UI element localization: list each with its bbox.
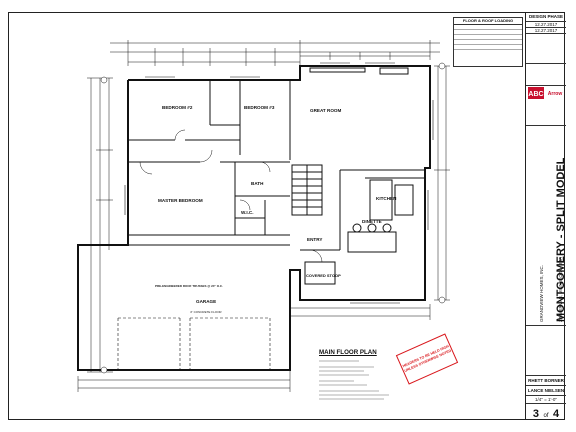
room-label-great-room: GREAT ROOM bbox=[310, 108, 342, 113]
logo-subtext: Arrow bbox=[548, 91, 563, 97]
room-label-master-bedroom: MASTER BEDROOM bbox=[158, 198, 203, 203]
room-label-covered-stoop: COVERED STOOP bbox=[306, 273, 341, 278]
room-label-entry: ENTRY bbox=[307, 237, 323, 242]
floor-roof-loading-table: FLOOR & ROOF LOADING bbox=[453, 17, 523, 67]
notes-heading: FLOOR & ROOF LOADING bbox=[454, 18, 522, 25]
project-location: ZIMMERMAN, MINNESOTA - USA bbox=[558, 257, 563, 322]
company-logo: ABC Arrow bbox=[527, 86, 563, 100]
design-phase-label: DESIGN PHASE bbox=[528, 14, 563, 19]
title-block: DESIGN PHASE 12.27.2017 12.27.2017 ABC A… bbox=[525, 12, 567, 420]
sheet-total: 4 bbox=[552, 408, 560, 420]
room-label-dinette: DINETTE bbox=[362, 219, 382, 224]
checked-by: LANCE NIELSEN bbox=[527, 388, 565, 393]
room-label-garage: GARAGE bbox=[196, 299, 217, 304]
note-roof-trusses: PRE-ENGINEERED ROOF TRUSSES @ 24" O.C. bbox=[155, 284, 223, 288]
drawing-scale: 1/4" = 1'-0" bbox=[535, 397, 557, 402]
room-label-bedroom2: BEDROOM #2 bbox=[162, 105, 193, 110]
drawn-by: RHETT BORNER bbox=[528, 378, 564, 383]
sheet-border bbox=[8, 12, 565, 420]
sheet-of: of bbox=[543, 413, 549, 419]
plan-notes-lines bbox=[319, 360, 389, 400]
room-label-wic: W.I.C. bbox=[241, 210, 254, 215]
design-phase-date-2: 12.27.2017 bbox=[534, 28, 558, 33]
logo-text: ABC bbox=[528, 91, 543, 98]
room-label-bedroom3: BEDROOM #3 bbox=[244, 105, 275, 110]
room-label-bath: BATH bbox=[251, 181, 264, 186]
sheet-number-box: 3 of 4 bbox=[526, 404, 566, 420]
plan-title: MAIN FLOOR PLAN bbox=[319, 349, 377, 356]
company-name: GRANDVIEW HOMES, INC. bbox=[539, 264, 544, 322]
note-garage-floor: 4" CONCRETE FLOOR bbox=[190, 310, 222, 314]
sheet-number: 3 bbox=[532, 408, 540, 420]
room-label-kitchen: KITCHEN bbox=[376, 196, 397, 201]
design-phase-date-1: 12.27.2017 bbox=[534, 22, 558, 27]
